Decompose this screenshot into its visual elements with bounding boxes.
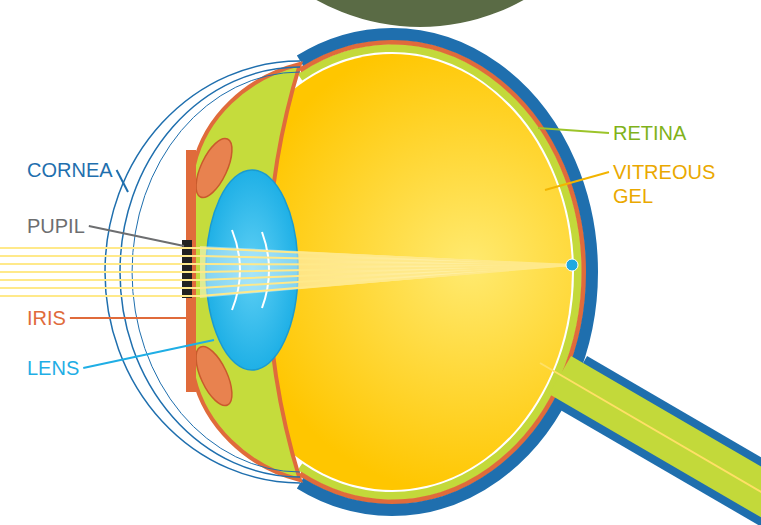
leader-line [83, 340, 214, 368]
part-label: LENS [27, 356, 79, 380]
light-ray [0, 256, 572, 265]
light-ray [0, 248, 572, 265]
light-ray [0, 265, 572, 288]
photo-inset [205, 0, 635, 30]
part-label: CORNEA [27, 158, 113, 182]
leader-line [538, 128, 609, 133]
leader-line [70, 317, 186, 319]
focal-point [566, 259, 578, 271]
leader-line [545, 172, 609, 190]
part-label: IRIS [27, 306, 66, 330]
optic-nerve [560, 375, 761, 525]
part-label: VITREOUS GEL [613, 160, 723, 208]
iris-shape [186, 150, 196, 240]
leader-line [89, 226, 184, 246]
part-label: PUPIL [27, 214, 85, 238]
light-ray [0, 265, 572, 296]
part-label: RETINA [613, 121, 686, 145]
light-ray [0, 264, 572, 265]
optic-nerve-core [540, 363, 761, 525]
leader-line [117, 170, 128, 192]
